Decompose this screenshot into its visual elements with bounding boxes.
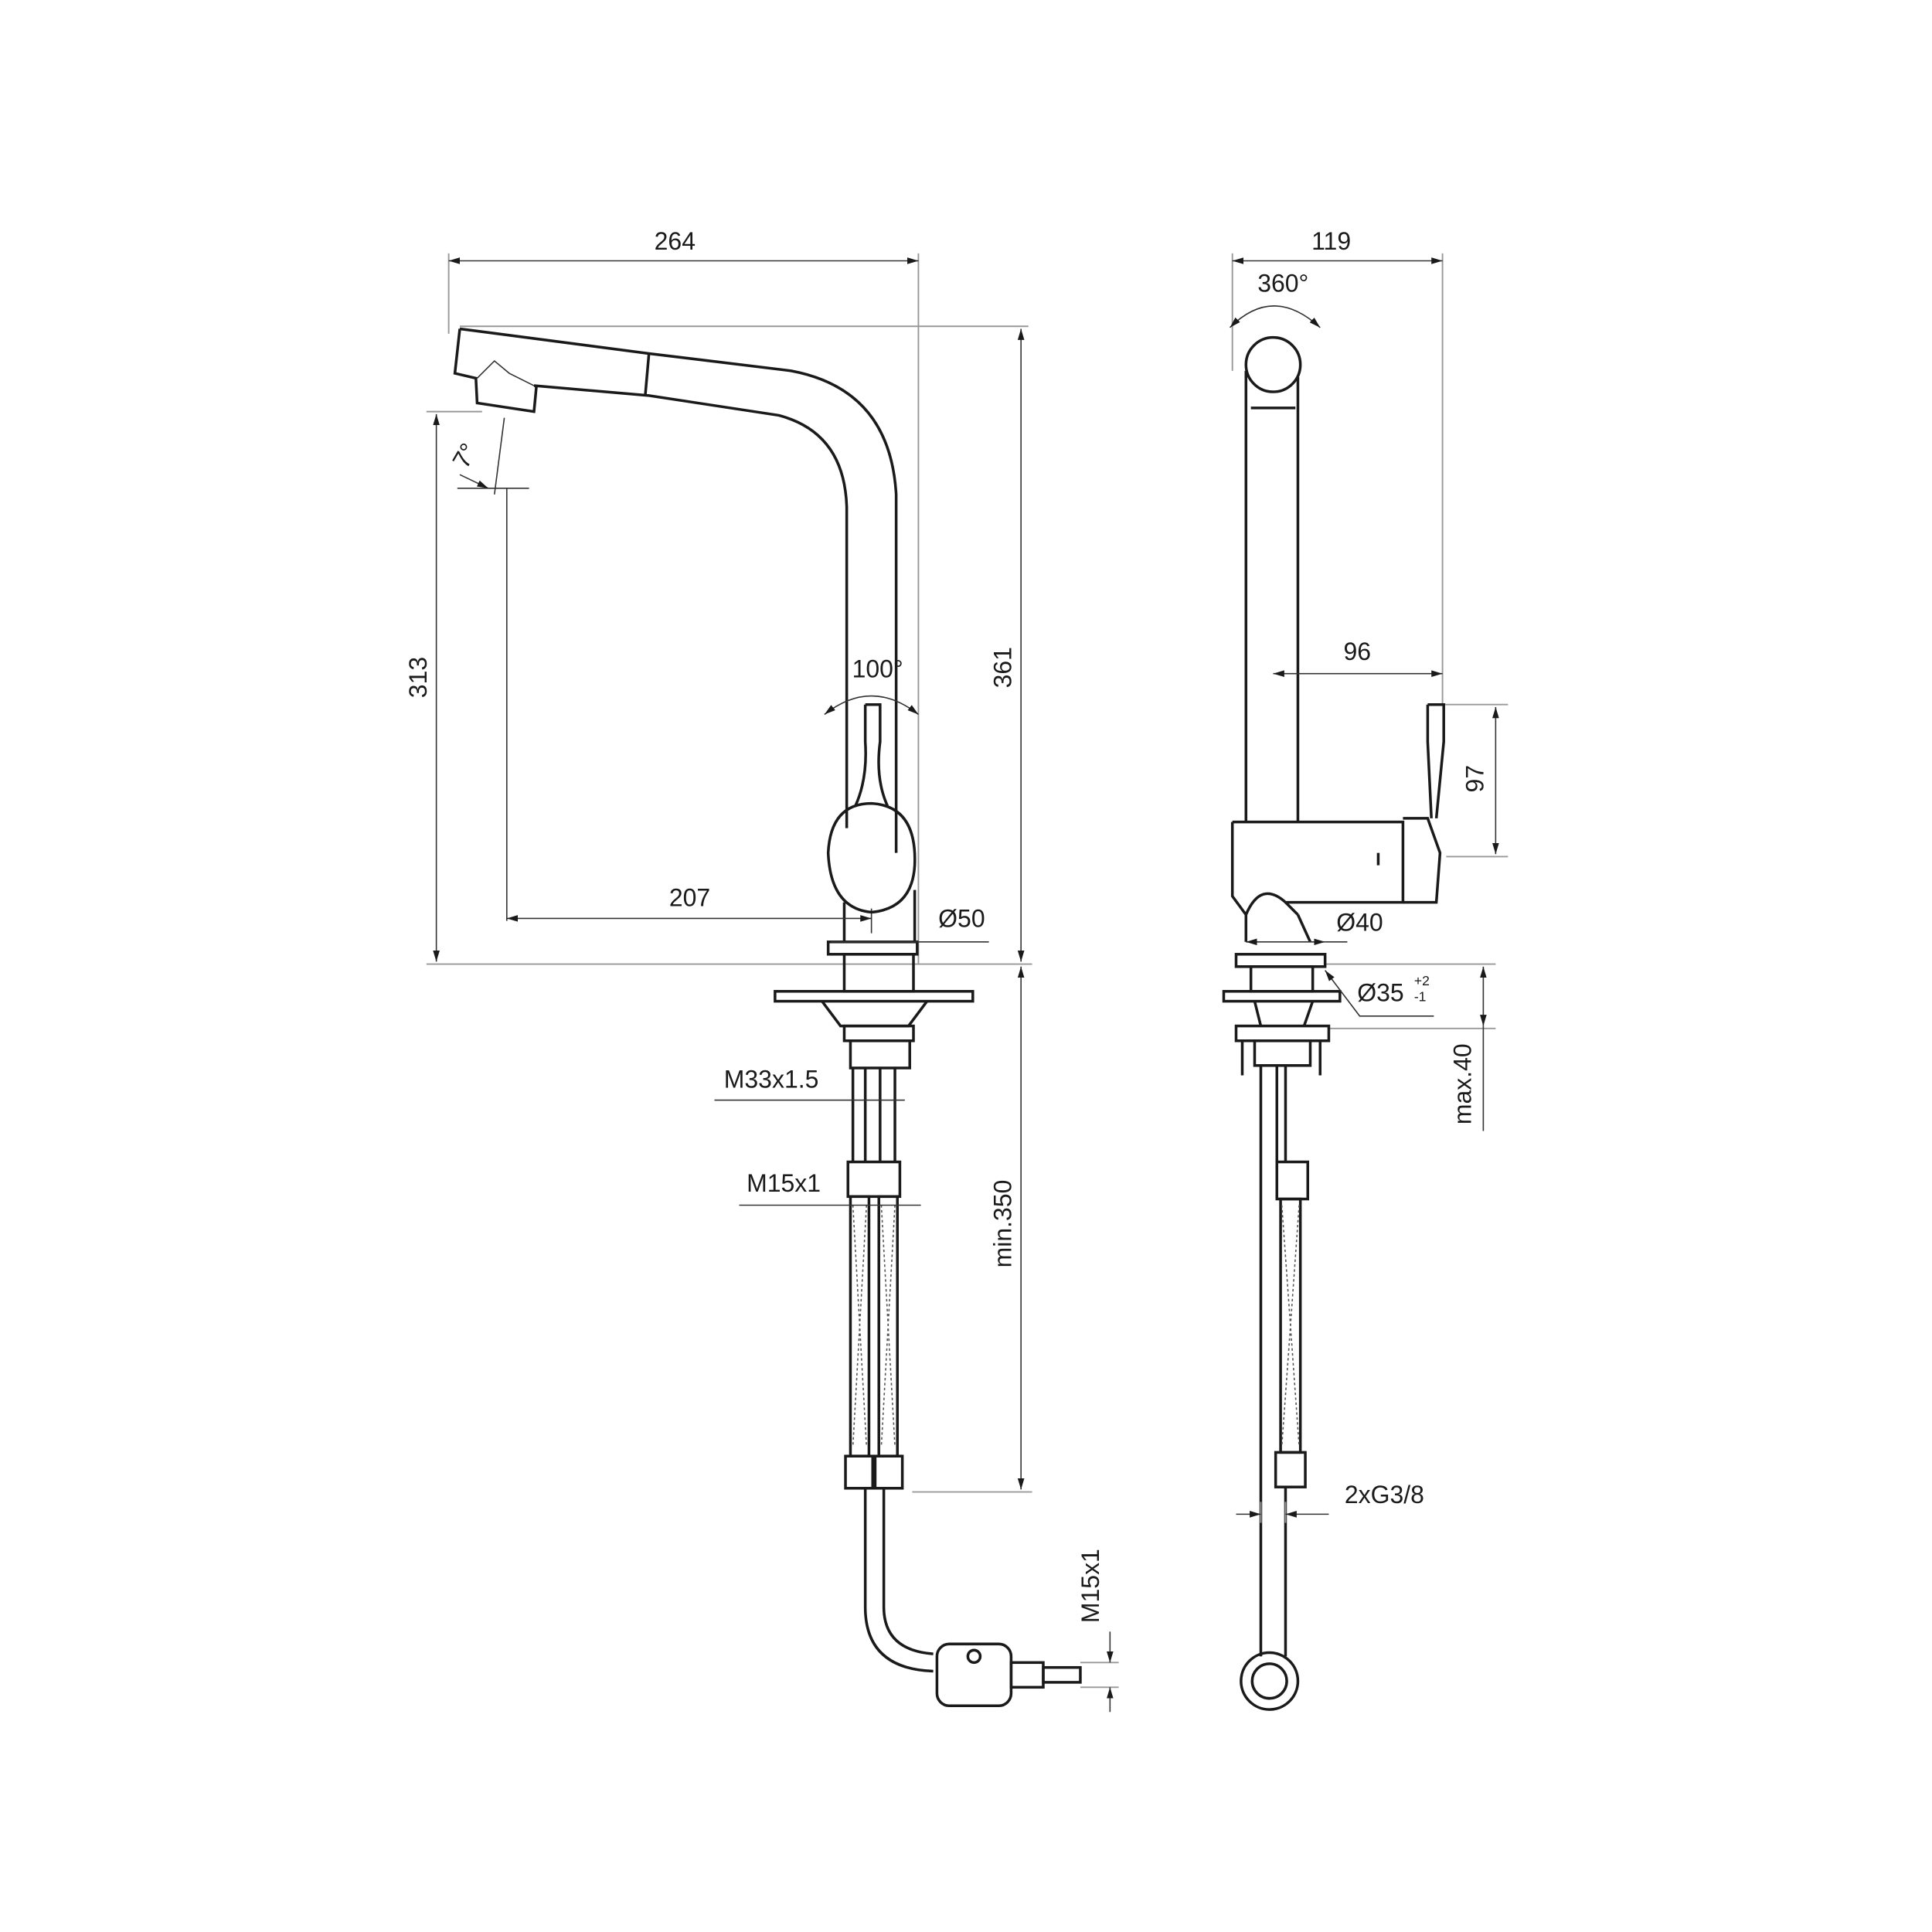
dim-hole-tol-plus: +2 [1414,973,1430,988]
dim-handle-height-97: 97 [1461,765,1488,793]
mixer-body [774,702,975,1070]
dim-height-361: 361 [988,647,1016,688]
pull-out-weight-valve [935,1642,1082,1708]
dim-deck-thickness: max.40 [1448,1043,1476,1124]
dim-front-base-diameter: Ø40 [1336,908,1383,936]
dim-spray-angle: 7° [447,438,482,472]
front-view: 119 360° 96 97 Ø40 Ø35 +2 -1 max.40 2xG3… [1222,227,1509,1711]
dim-connections: 2xG3/8 [1345,1481,1424,1509]
dim-hole-diameter: Ø35 [1357,979,1403,1007]
dim-base-diameter: Ø50 [938,905,985,933]
dim-hose-length: min.350 [988,1180,1016,1268]
dim-thread-m33: M33x1.5 [724,1066,819,1094]
dim-front-width-119: 119 [1311,227,1351,255]
dim-reach-207: 207 [669,883,710,911]
dim-hole-tol-minus: -1 [1414,989,1427,1005]
dim-rotation-360: 360° [1257,269,1308,297]
spout [453,327,898,853]
dim-width-264: 264 [655,227,696,255]
dim-spout-height-313: 313 [404,657,432,698]
supply-hoses [844,1067,934,1673]
side-view: 264 361 313 207 Ø50 100° 7° M33x1.5 M15x… [404,227,1119,1713]
dim-thread-m15-outlet: M15x1 [1077,1549,1104,1623]
dim-handle-angle: 100° [852,655,903,683]
dim-thread-m15-hose: M15x1 [747,1169,821,1197]
front-spout [1222,335,1445,1711]
dim-handle-offset-96: 96 [1343,638,1371,665]
